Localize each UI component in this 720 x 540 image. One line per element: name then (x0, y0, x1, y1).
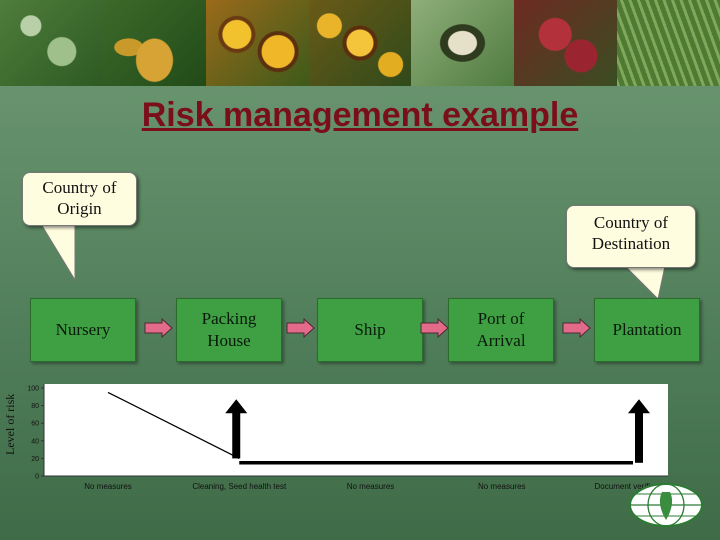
chart-y-tick-label: 0 (35, 474, 39, 481)
stage-port-of-arrival: Port of Arrival (448, 298, 554, 362)
stage-nursery-label: Nursery (56, 319, 111, 341)
flow-arrow-2 (286, 318, 316, 338)
chart-y-tick-label: 20 (31, 456, 39, 463)
chart-x-tick-label: No measures (84, 482, 132, 491)
stage-port-line-1: Port of (476, 308, 525, 330)
grass-photo (617, 0, 720, 86)
flow-arrow-1 (144, 318, 174, 338)
destination-callout-line-2: Destination (567, 233, 695, 254)
chart-risk-arrow-shaft (232, 411, 240, 458)
flow-arrow-3 (420, 318, 450, 338)
pear-photo (103, 0, 206, 86)
origin-callout-line-1: Country of (23, 177, 136, 198)
chart-y-tick-label: 40 (31, 438, 39, 445)
destination-callout-tail (620, 266, 670, 300)
chart-risk-arrow-shaft (635, 411, 643, 463)
sunflower-field-photo (309, 0, 412, 86)
leaf-photo (0, 0, 103, 86)
origin-callout-line-2: Origin (23, 198, 136, 219)
stage-packing-house-line-2: House (202, 330, 257, 352)
origin-callout-tail (35, 224, 85, 282)
stage-packing-house-line-1: Packing (202, 308, 257, 330)
stage-packing-house: Packing House (176, 298, 282, 362)
risk-level-chart: 0 20 40 60 80 100 No measures Cleaning, Seed he… (0, 378, 720, 540)
chart-x-tick-label: No measures (347, 482, 395, 491)
chart-y-tick-label: 80 (31, 403, 39, 410)
berries-photo (514, 0, 617, 86)
slide-title: Risk management example (0, 96, 720, 135)
chart-y-tick-label: 100 (27, 386, 39, 393)
chart-x-tick-label: No measures (478, 482, 526, 491)
destination-callout-line-1: Country of (567, 212, 695, 233)
ippc-globe-logo (624, 480, 708, 530)
beetle-photo (411, 0, 514, 86)
chart-x-tick-label: Cleaning, Seed health test (192, 482, 287, 491)
destination-callout: Country of Destination (566, 205, 696, 268)
stage-plantation-label: Plantation (613, 319, 682, 341)
origin-callout: Country of Origin (22, 172, 137, 226)
stage-port-line-2: Arrival (476, 330, 525, 352)
flow-arrow-4 (562, 318, 592, 338)
stage-ship: Ship (317, 298, 423, 362)
sunflower-photo (206, 0, 309, 86)
plant-photo-banner (0, 0, 720, 86)
stage-nursery: Nursery (30, 298, 136, 362)
chart-y-tick-label: 60 (31, 421, 39, 428)
stage-plantation: Plantation (594, 298, 700, 362)
stage-ship-label: Ship (354, 319, 385, 341)
